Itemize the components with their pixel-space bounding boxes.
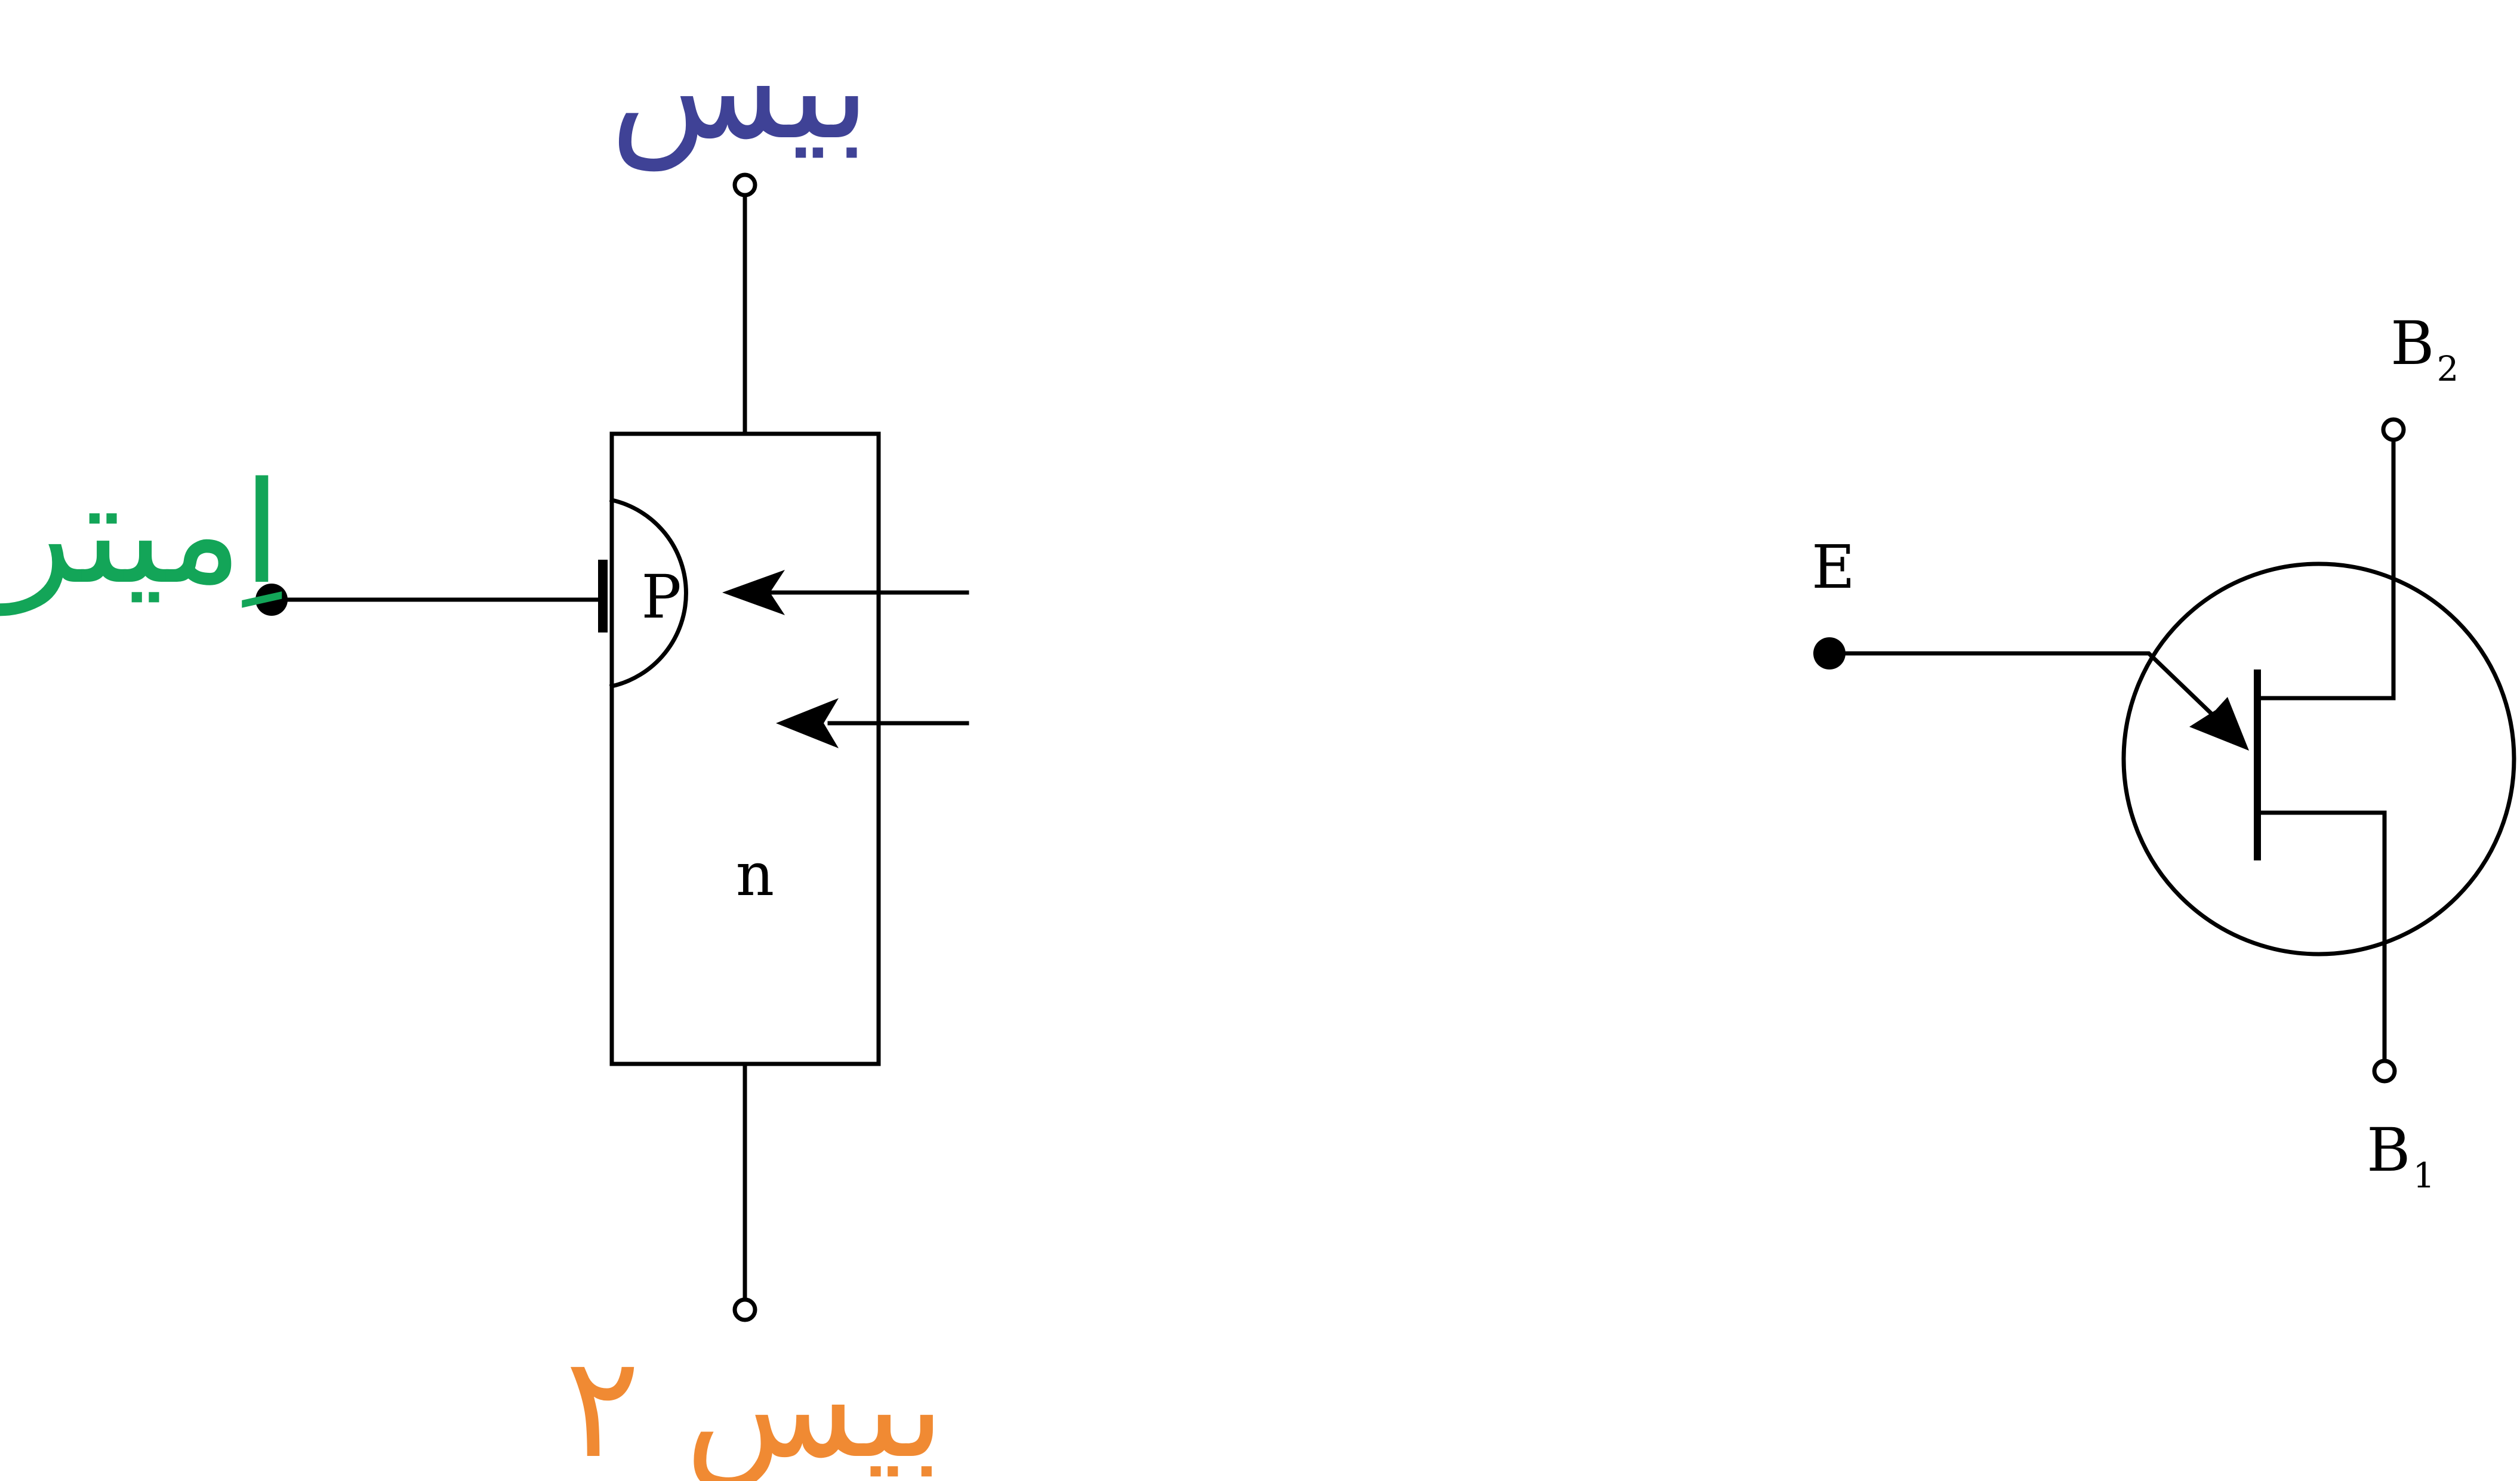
top-base-terminal — [732, 172, 757, 198]
symbol-emitter-arrowhead — [2189, 697, 2249, 751]
b1-terminal — [2372, 1059, 2397, 1084]
b2-connection — [2255, 436, 2396, 701]
emitter-label: اِمیتر — [0, 452, 282, 616]
base-bottom-label: بیس ۲ — [565, 1326, 945, 1481]
symbol-envelope — [2121, 561, 2516, 957]
b2-terminal — [2381, 417, 2406, 442]
n-type-bar — [609, 431, 881, 1066]
ujt-symbol: E B2 B1 — [1812, 308, 2516, 1196]
p-region — [609, 497, 688, 689]
arrow-lower-head — [776, 698, 839, 748]
symbol-emitter-lead — [1827, 651, 2229, 731]
arrow-upper-head — [722, 570, 785, 615]
emitter-pin-label: E — [1812, 532, 1855, 602]
b2-pin-label: B2 — [2390, 308, 2459, 389]
b1-pin-label: B1 — [2367, 1115, 2435, 1196]
base-top-label: بیس — [610, 8, 870, 172]
ujt-structure: P n — [255, 172, 969, 1322]
b1-connection — [2255, 810, 2387, 1065]
bottom-base-terminal — [732, 1297, 757, 1322]
symbol-emitter-terminal — [1813, 637, 1846, 669]
p-region-label: P — [641, 562, 681, 632]
emitter-terminal — [255, 584, 288, 616]
n-region-label: n — [736, 840, 774, 909]
